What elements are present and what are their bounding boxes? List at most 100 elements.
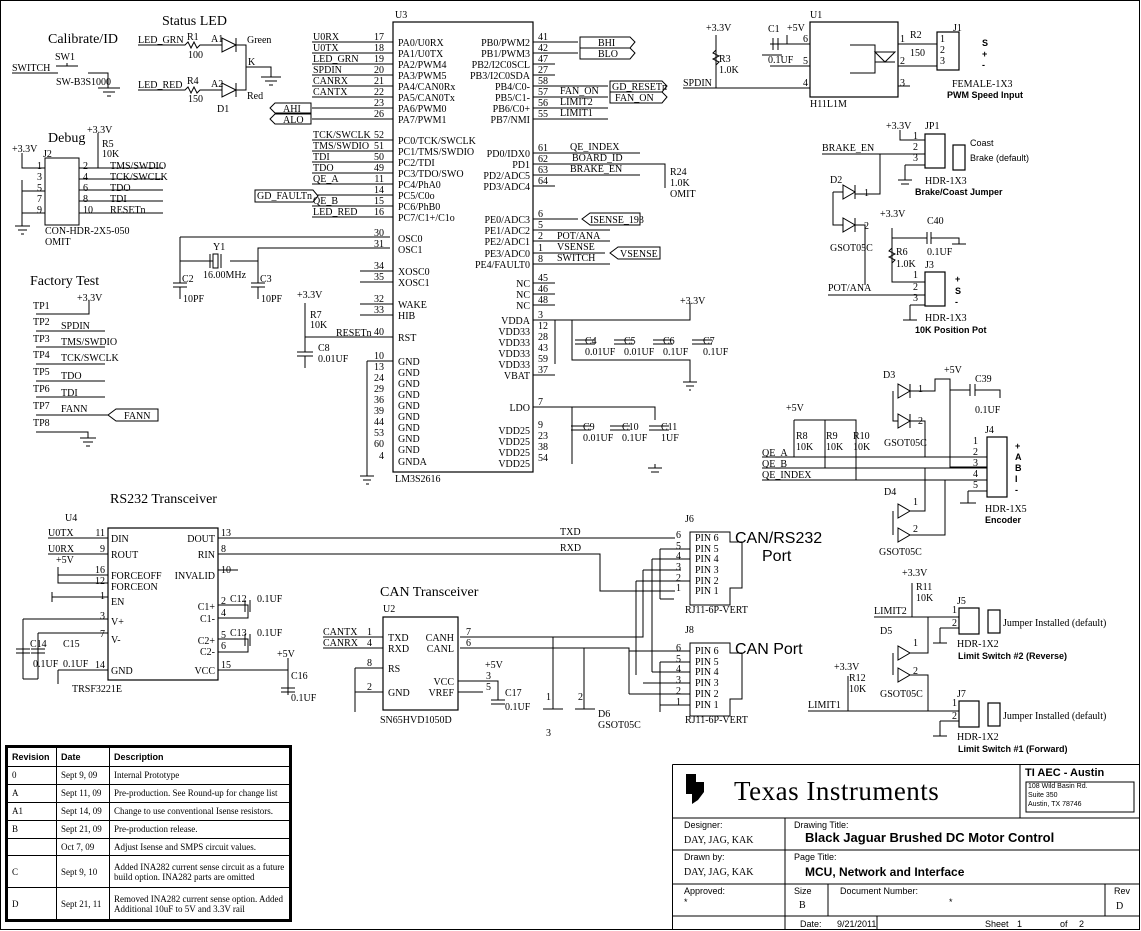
pin-number: 64 (538, 176, 548, 187)
c40-value: 0.1UF (927, 247, 953, 258)
pin-number: 14 (374, 185, 384, 196)
net-label: U0RX (48, 544, 75, 555)
power-label: +5V (277, 649, 296, 660)
pin-number: 14 (95, 660, 105, 671)
pin-function: VDD33 (498, 360, 530, 371)
page-title-label: Page Title: (794, 852, 837, 862)
pin-function: PE3/ADC0 (484, 249, 530, 260)
net-label: LIMIT1 (560, 108, 593, 119)
pin-function: PA7/PWM1 (398, 115, 447, 126)
j6-ref: J6 (685, 514, 694, 525)
power-label: +3.3V (87, 125, 113, 136)
pin-number: 21 (374, 76, 384, 87)
c3-ref: C3 (260, 274, 272, 285)
j4-part: HDR-1X5 (985, 504, 1027, 515)
pin-number: 7 (538, 397, 543, 408)
pin-name: PIN 2 (695, 576, 719, 587)
c17-ref: C17 (505, 688, 522, 699)
pin-function: CANL (427, 644, 454, 655)
pin-number: 1 (546, 692, 551, 703)
pin-function: RST (398, 333, 416, 344)
pin-number: 41 (538, 32, 548, 43)
j6-part: RJ11-6P-VERT (685, 605, 748, 616)
pin-function: C2+ (198, 636, 216, 647)
pin-function: FORCEOFF (111, 571, 162, 582)
pin-function: NC (516, 279, 530, 290)
cap-ref: C7 (703, 336, 715, 347)
net-label: TMS/SWDIO (313, 141, 369, 152)
description-header: Description (109, 746, 291, 767)
pin-number: 3 (913, 293, 918, 304)
r1-ref: R1 (187, 32, 199, 43)
pin-label: A2 (211, 79, 223, 90)
pin-number: 2 (952, 711, 957, 722)
d5-ref: D5 (880, 626, 892, 637)
net-label: FAN_ON (560, 86, 599, 97)
revision-description: Pre-production release. (109, 819, 291, 839)
j2-ref: J2 (43, 149, 52, 160)
pin-number: 1 (538, 243, 543, 254)
power-label: +5V (485, 660, 504, 671)
cap-value: 0.1UF (663, 347, 689, 358)
pin-number: 1 (952, 605, 957, 616)
pin-number: 51 (374, 141, 384, 152)
r4-value: 150 (188, 94, 203, 105)
pin-name: PIN 3 (695, 565, 719, 576)
test-point: TP3 (33, 334, 50, 345)
pin-number: 8 (538, 254, 543, 265)
net-label: U0RX (313, 32, 340, 43)
sheet-label: Sheet (985, 919, 1009, 929)
pin-number: 2 (578, 692, 583, 703)
d2-part: GSOT05C (830, 243, 873, 254)
c12-ref: C12 (230, 594, 247, 605)
c1-ref: C1 (768, 24, 780, 35)
r12-ref: R12 (849, 673, 866, 684)
j1-ref: J1 (953, 23, 962, 34)
pin-number: 10 (374, 351, 384, 362)
revision-revision: B (6, 819, 57, 839)
r2-ref: R2 (910, 30, 922, 41)
sw1-ref: SW1 (55, 52, 75, 63)
pin-label: A1 (211, 34, 223, 45)
pin-number: 3 (676, 562, 681, 573)
test-point: TP2 (33, 317, 50, 328)
net-label: RESETn (110, 205, 146, 216)
pin-function: VDD25 (498, 459, 530, 470)
pwm-caption: PWM Speed Input (947, 90, 1023, 100)
pin-number: 3 (538, 310, 543, 321)
pin-number: 39 (374, 406, 384, 417)
encoder-caption: Encoder (985, 515, 1022, 525)
pin-name: PIN 2 (695, 689, 719, 700)
pin-name: PIN 6 (695, 646, 719, 657)
pin-number: 61 (538, 143, 548, 154)
d1-ref: D1 (217, 104, 229, 115)
power-label: +5V (786, 403, 805, 414)
d3-part: GSOT05C (884, 438, 927, 449)
pin-number: 4 (221, 608, 226, 619)
org-name: TI AEC - Austin (1025, 767, 1105, 779)
brake-caption: Brake/Coast Jumper (915, 187, 1003, 197)
pin-function: V+ (111, 617, 124, 628)
pin-number: 5 (486, 682, 491, 693)
r2-value: 150 (910, 48, 925, 59)
pin-name: PIN 1 (695, 700, 719, 711)
j4-ref: J4 (985, 425, 994, 436)
pin-function: GND (398, 412, 420, 423)
pin-name: PIN 3 (695, 678, 719, 689)
port-label: BHI (598, 38, 615, 49)
pin-number: 12 (538, 321, 548, 332)
net-label: TMS/SWDIO (61, 337, 117, 348)
rev-value: D (1116, 901, 1124, 912)
pin-function: PB3/I2C0SDA (470, 71, 531, 82)
pin-function: PE0/ADC3 (484, 215, 530, 226)
net-label: BRAKE_EN (822, 143, 874, 154)
resistor-ref: R10 (853, 431, 870, 442)
net-label: LIMIT1 (808, 700, 841, 711)
j5-part: HDR-1X2 (957, 639, 999, 650)
c1-value: 0.1UF (768, 55, 794, 66)
pin-number: 38 (538, 442, 548, 453)
u3-body (392, 21, 534, 473)
pin-number: 34 (374, 261, 384, 272)
pin-number: 5 (538, 220, 543, 231)
